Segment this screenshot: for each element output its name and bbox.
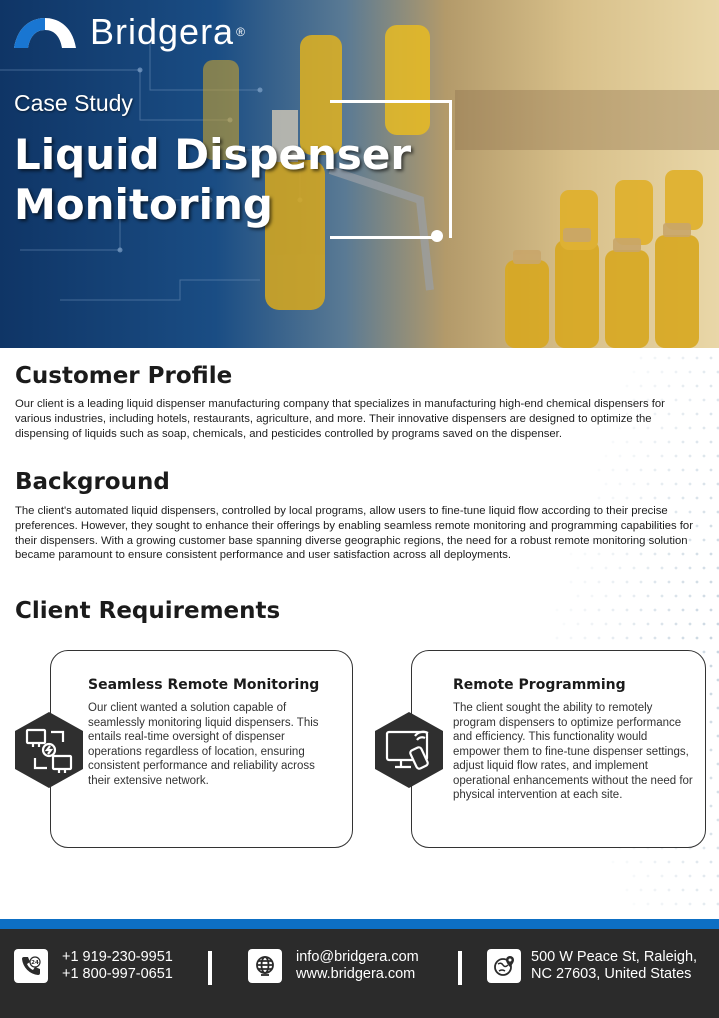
phone-number-2[interactable]: +1 800-997-0651 [62, 966, 173, 982]
footer-phone: 24 +1 919-230-9951 +1 800-997-0651 [14, 949, 173, 983]
requirement-card-title: Seamless Remote Monitoring [88, 677, 320, 693]
requirement-card-text: The client sought the ability to remotel… [453, 702, 693, 801]
email-link[interactable]: info@bridgera.com [296, 949, 419, 965]
website-link[interactable]: www.bridgera.com [296, 966, 416, 982]
phone-number-1[interactable]: +1 919-230-9951 [62, 949, 173, 965]
footer-divider [208, 951, 212, 985]
hero-banner: Bridgera® Case Study Liquid Dispenser Mo… [0, 0, 719, 348]
location-globe-icon [487, 949, 521, 983]
background-text: The client's automated liquid dispensers… [15, 505, 693, 562]
customer-profile-text: Our client is a leading liquid dispenser… [15, 398, 665, 440]
footer: 24 +1 919-230-9951 +1 800-997-0651 info@… [0, 929, 719, 1018]
requirement-card-text: Our client wanted a solution capable of … [88, 702, 319, 787]
requirement-card-title: Remote Programming [453, 677, 626, 693]
footer-address: 500 W Peace St, Raleigh, NC 27603, Unite… [487, 949, 697, 983]
globe-icon [248, 949, 282, 983]
hero-background-art [0, 25, 719, 348]
decorative-frame-line [330, 236, 440, 239]
background-heading: Background [15, 469, 170, 495]
address-line-1: 500 W Peace St, Raleigh, [531, 949, 698, 965]
remote-control-monitor-icon [375, 712, 443, 788]
brand-logo: Bridgera® [14, 14, 246, 50]
case-study-label: Case Study [14, 90, 133, 116]
client-requirements-heading: Client Requirements [15, 598, 281, 624]
bridgera-logo-icon [14, 18, 76, 48]
brand-name: Bridgera® [90, 11, 246, 52]
network-devices-icon [15, 712, 83, 788]
footer-accent-band [0, 919, 719, 929]
decorative-frame-dot [431, 230, 443, 242]
footer-contact: info@bridgera.com www.bridgera.com [248, 949, 419, 983]
footer-divider [458, 951, 462, 985]
phone-24-icon: 24 [14, 949, 48, 983]
customer-profile-heading: Customer Profile [15, 363, 233, 389]
page-title: Liquid Dispenser Monitoring [14, 130, 412, 229]
decorative-frame [330, 100, 452, 238]
requirement-card-monitoring: Seamless Remote Monitoring Our client wa… [50, 650, 353, 848]
requirement-card-programming: Remote Programming The client sought the… [411, 650, 706, 848]
address-line-2: NC 27603, United States [531, 966, 692, 982]
svg-text:24: 24 [31, 960, 39, 966]
